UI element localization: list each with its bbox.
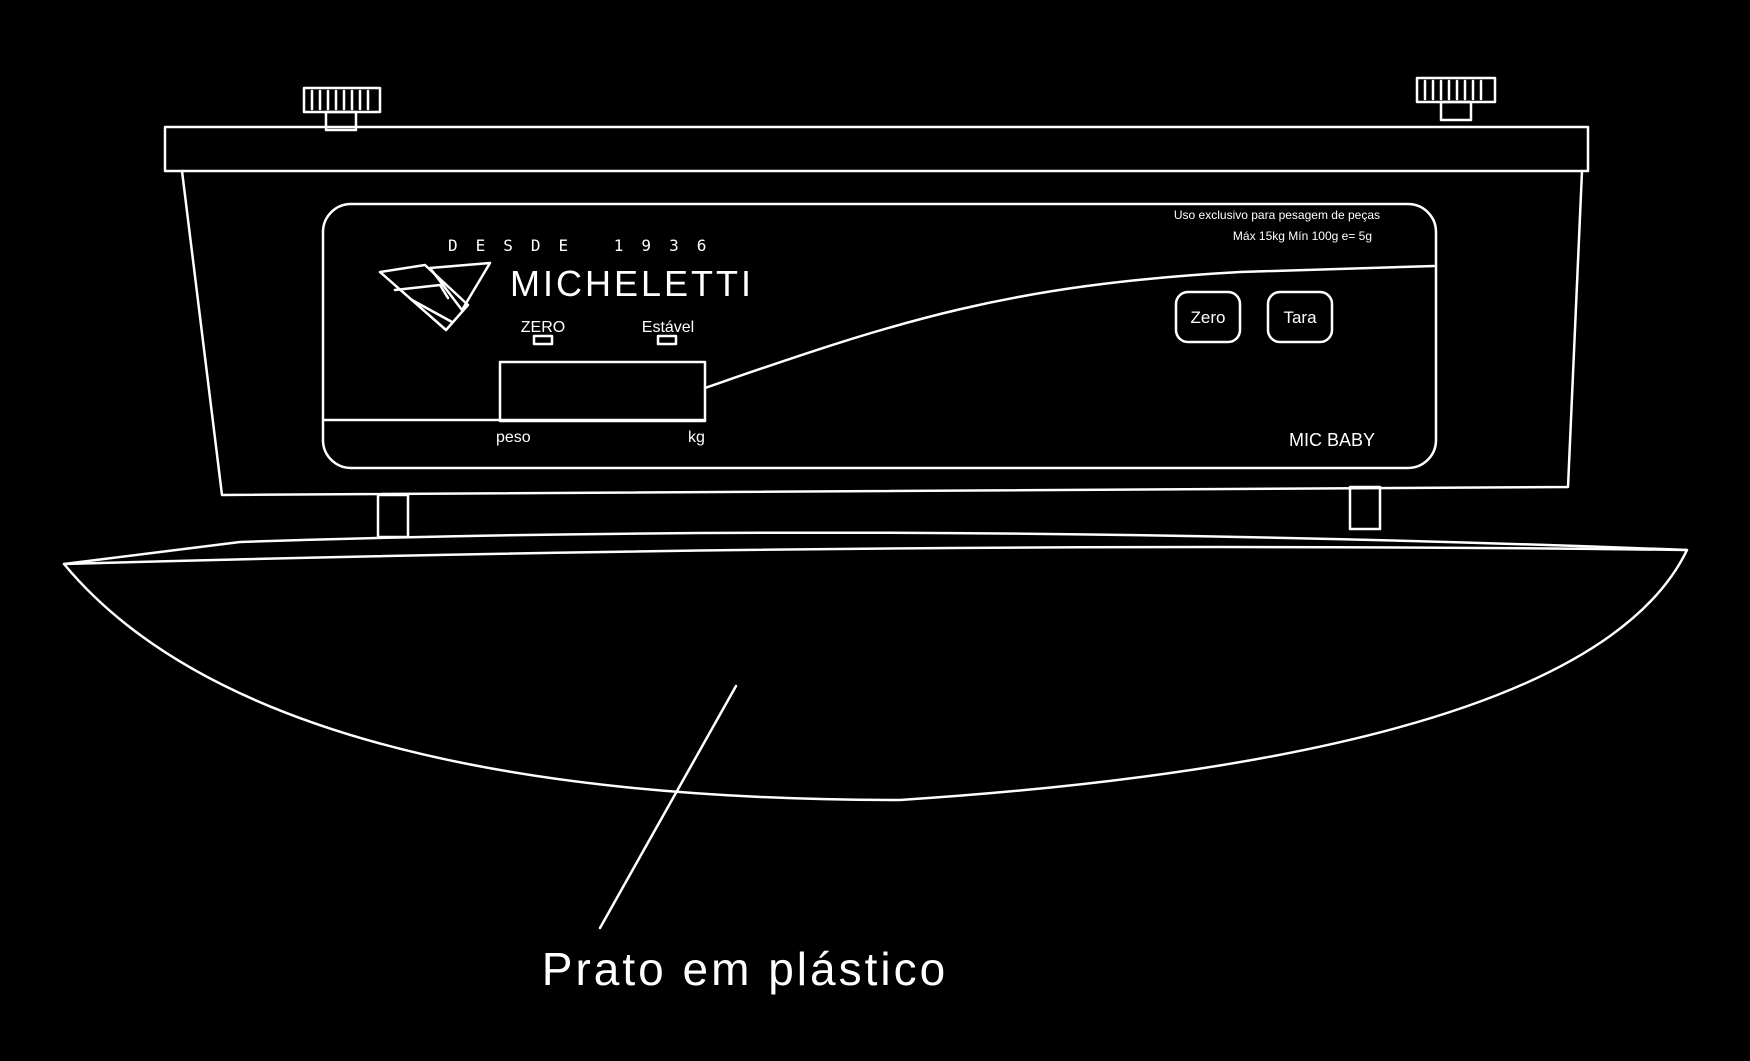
model-label: MIC BABY bbox=[1289, 430, 1375, 450]
brand-tagline: DESDE 1936 bbox=[448, 236, 724, 255]
scale-lid bbox=[163, 125, 1590, 173]
zero-led-label: ZERO bbox=[521, 319, 565, 336]
callout-label: Prato em plástico bbox=[542, 943, 948, 995]
display-right-label: kg bbox=[688, 429, 705, 446]
spec-line-2: Máx 15kg Mín 100g e= 5g bbox=[1233, 229, 1372, 243]
plate-rim bbox=[62, 545, 1689, 566]
zero-button-label: Zero bbox=[1191, 308, 1226, 327]
left-foot bbox=[376, 493, 410, 539]
micheletti-logo-icon bbox=[378, 261, 492, 332]
callout-leader-line bbox=[598, 684, 738, 930]
left-knob-icon bbox=[302, 86, 382, 132]
display-left-label: peso bbox=[496, 429, 531, 446]
scale-body bbox=[180, 169, 1584, 497]
stable-led-label: Estável bbox=[642, 319, 694, 336]
tara-button[interactable] bbox=[1266, 290, 1334, 344]
zero-led bbox=[532, 334, 554, 346]
brand-name: MICHELETTI bbox=[510, 263, 754, 304]
right-knob-icon bbox=[1415, 76, 1497, 122]
stable-led bbox=[656, 334, 678, 346]
right-foot bbox=[1348, 485, 1382, 531]
panel-curve bbox=[703, 264, 1436, 390]
plastic-plate bbox=[62, 531, 1689, 802]
spec-line-1: Uso exclusivo para pesagem de peças bbox=[1174, 208, 1380, 222]
zero-button[interactable] bbox=[1174, 290, 1242, 344]
tara-button-label: Tara bbox=[1283, 308, 1317, 327]
display-window bbox=[498, 360, 707, 423]
front-panel bbox=[321, 202, 1438, 470]
